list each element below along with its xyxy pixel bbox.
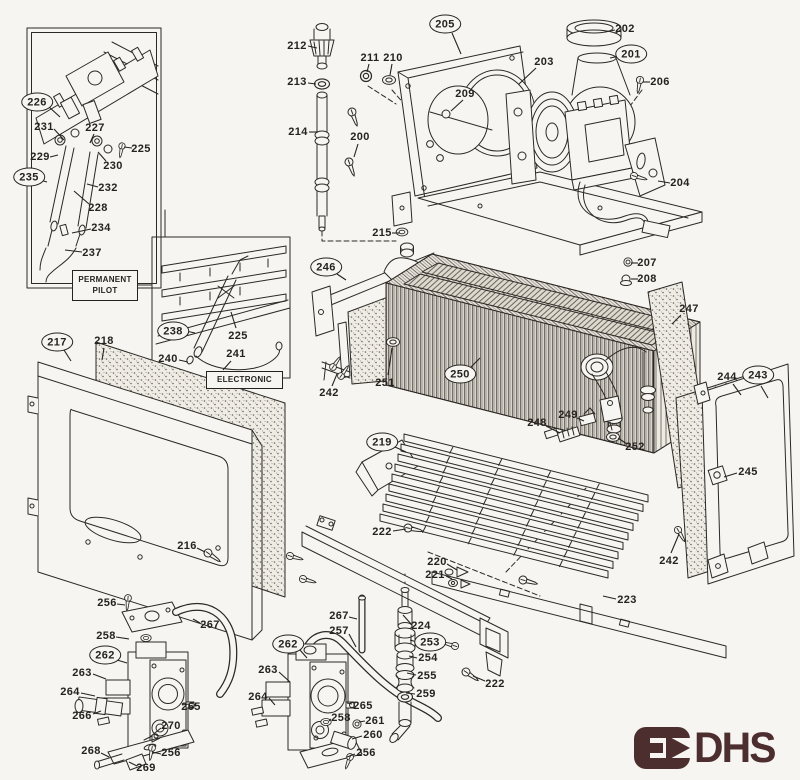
leader-268 xyxy=(100,752,110,758)
leader-250 xyxy=(470,357,481,368)
leader-201 xyxy=(609,55,621,59)
leader-265 xyxy=(346,702,353,705)
leader-252 xyxy=(617,437,628,445)
leader-244 xyxy=(732,383,742,396)
leader-229 xyxy=(49,154,59,158)
leader-267 xyxy=(192,618,201,624)
dhs-logo-emblem xyxy=(634,727,696,769)
part-fan-assembly xyxy=(505,19,671,286)
leader-205 xyxy=(451,32,462,55)
leader-242 xyxy=(331,373,338,387)
dhs-logo-text: DHS xyxy=(694,724,776,773)
leader-263 xyxy=(92,673,107,680)
leader-203 xyxy=(518,67,537,85)
leader-217 xyxy=(63,349,72,362)
leader-258 xyxy=(115,636,130,640)
brand-name: DHS xyxy=(694,724,776,772)
leader-259 xyxy=(405,692,416,695)
outlet-fitting-stack xyxy=(389,587,416,743)
leader-235 xyxy=(39,179,48,183)
leader-246 xyxy=(336,273,347,281)
leader-257 xyxy=(348,633,357,648)
leader-270 xyxy=(149,727,162,738)
leader-224 xyxy=(402,614,413,626)
leader-267 xyxy=(348,616,358,620)
burner-rails xyxy=(379,433,649,579)
leader-249 xyxy=(576,417,585,422)
leader-226 xyxy=(47,105,61,118)
leader-219 xyxy=(394,446,407,453)
leader-231 xyxy=(53,128,65,141)
leader-264 xyxy=(80,692,96,697)
leader-243 xyxy=(760,385,769,399)
leader-228 xyxy=(73,190,90,205)
leader-253 xyxy=(409,639,418,643)
leader-245 xyxy=(723,472,738,478)
leader-225 xyxy=(123,146,133,149)
leader-216 xyxy=(196,547,206,553)
leader-212 xyxy=(307,45,318,49)
leader-204 xyxy=(657,180,671,184)
leader-256 xyxy=(346,753,356,758)
leader-242 xyxy=(670,533,680,554)
part-burner-assembly xyxy=(285,433,727,685)
leader-256 xyxy=(116,603,126,606)
leader-266 xyxy=(92,710,102,715)
leader-263 xyxy=(278,671,291,683)
leader-232 xyxy=(86,183,99,188)
leader-240 xyxy=(178,359,189,363)
leader-264 xyxy=(268,697,276,706)
leader-234 xyxy=(71,228,92,234)
leader-269 xyxy=(128,761,138,767)
leader-221 xyxy=(445,575,453,580)
leader-237 xyxy=(64,249,83,253)
leader-225 xyxy=(230,311,237,329)
leader-223 xyxy=(602,595,617,600)
leader-220 xyxy=(446,563,458,571)
leader-265 xyxy=(181,703,190,706)
leader-260 xyxy=(351,735,363,740)
leader-202 xyxy=(604,29,616,33)
inset-electronic-ignition-assembly xyxy=(151,209,291,379)
leader-211 xyxy=(366,63,370,73)
leader-247 xyxy=(671,314,682,325)
leader-222 xyxy=(392,528,407,532)
leader-262 xyxy=(299,649,308,659)
leader-200 xyxy=(353,143,359,158)
leader-230 xyxy=(97,151,107,162)
part-pilot-tube-assembly xyxy=(309,23,396,232)
part-right-panels xyxy=(647,281,795,585)
leader-256 xyxy=(151,751,162,755)
leader-251 xyxy=(387,347,393,376)
part-front-panel xyxy=(27,341,286,641)
leader-213 xyxy=(307,82,317,85)
leader-209 xyxy=(450,99,464,112)
leader-258 xyxy=(328,718,332,722)
leader-218 xyxy=(101,347,105,361)
leader-238 xyxy=(185,330,196,334)
leader-254 xyxy=(408,655,418,659)
leader-262 xyxy=(116,659,128,664)
leader-261 xyxy=(358,720,366,723)
leader-210 xyxy=(389,63,393,76)
leader-227 xyxy=(89,133,95,144)
leader-222 xyxy=(472,675,486,682)
leader-241 xyxy=(222,360,232,371)
leader-255 xyxy=(406,672,417,676)
leader-248 xyxy=(545,425,561,434)
